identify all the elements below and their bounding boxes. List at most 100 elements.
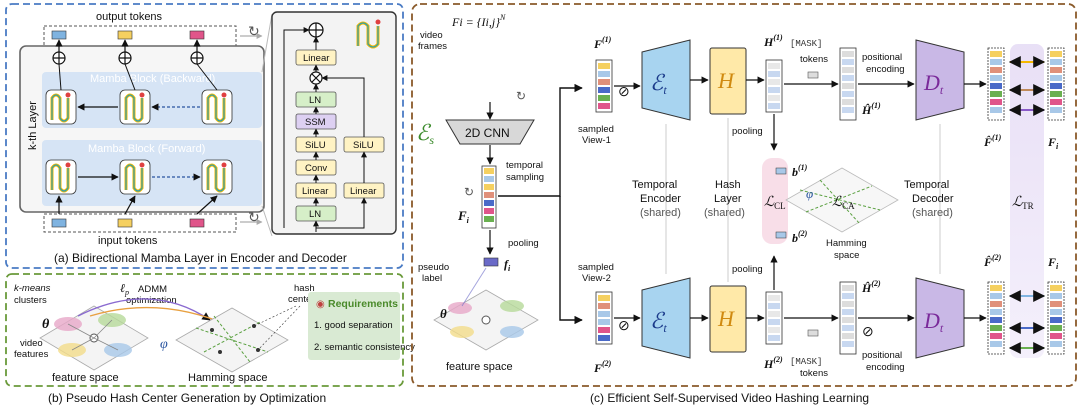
temporal-decoder-bottom <box>915 277 965 359</box>
encoder-s-symbol: ℰs <box>416 120 434 147</box>
cnn-label: 2D CNN <box>465 126 510 140</box>
view1-label: View-1 <box>582 135 611 146</box>
masked-code-symbol-2: Ĥ(2) <box>861 279 881 295</box>
requirements-icon: ◉ <box>316 299 325 310</box>
panel-c: Fi = {Ii,j}N video frames ↻ ℰs 2D CNN <box>411 3 1077 405</box>
feature-space-label: feature space <box>446 361 513 373</box>
mask-token-label-2: [MASK] <box>790 357 822 367</box>
masked-code-symbol-1: Ĥ(1) <box>861 101 881 117</box>
layer-label: k-th Layer <box>27 101 39 150</box>
pooled-feature-symbol: fi <box>504 257 511 273</box>
output-tokens-label: output tokens <box>96 11 163 23</box>
mask-icon: ⊘ <box>618 83 630 99</box>
shared-label: (shared) <box>912 207 953 219</box>
temporal-decoder-top <box>915 39 965 121</box>
pooling-label-top: pooling <box>732 126 763 137</box>
requirement-2: 2. semantic consistency <box>314 342 415 353</box>
video-label: video <box>420 30 443 41</box>
mask-token-label: [MASK] <box>790 39 822 49</box>
theta-symbol: θ <box>440 306 447 321</box>
target-tokens-1 <box>1047 47 1065 121</box>
block-ln: LN <box>309 95 321 106</box>
code-symbol-1: b(1) <box>792 163 808 179</box>
block-linear-top: Linear <box>303 53 329 64</box>
features-label: features <box>14 349 49 360</box>
target-feature-symbol-1: Fi <box>1047 135 1059 151</box>
space-label: space <box>834 250 859 261</box>
reconstruction-arrows-2 <box>1008 290 1046 354</box>
hash-code-tokens-1 <box>765 59 783 113</box>
view2-tokens <box>595 291 613 345</box>
positional-label: positional <box>862 52 902 63</box>
admm-label: ADMM <box>138 284 167 295</box>
sampled-label-1: sampled <box>578 124 614 135</box>
mamba-icon <box>45 89 77 125</box>
panel-c-caption: (c) Efficient Self-Supervised Video Hash… <box>590 391 869 405</box>
block-silu-right: SiLU <box>353 140 374 151</box>
reverse-icon: ↻ <box>248 209 260 225</box>
encoding-label: encoding <box>866 64 905 75</box>
temporal-encoder-top <box>641 39 691 121</box>
panel-b: k-means clusters video features θ featur… <box>5 273 415 405</box>
add-icon <box>190 51 204 65</box>
shared-label: (shared) <box>640 207 681 219</box>
block-linear-left: Linear <box>302 186 328 197</box>
mamba-icon <box>201 159 233 195</box>
panel-a: output tokens k-th Layer Mamba Block (Ba… <box>5 3 404 269</box>
mask-icon: ⊘ <box>618 317 630 333</box>
reconstruction-arrows-1 <box>1008 56 1046 116</box>
hash-code-tokens-2 <box>765 291 783 345</box>
pooling-label: pooling <box>508 238 539 249</box>
block-ln-bottom: LN <box>309 209 321 220</box>
mask-icon: ⊘ <box>862 323 874 339</box>
hash-layer-top <box>709 47 747 115</box>
sampled-label-2: sampled <box>578 262 614 273</box>
kmeans-label: k-means <box>14 283 51 294</box>
temporal-encoder-bottom <box>641 277 691 359</box>
add-icon <box>308 22 324 38</box>
mamba-forward-label: Mamba Block (Forward) <box>88 143 205 155</box>
encoder-label: Encoder <box>640 193 681 205</box>
label-label: label <box>422 273 442 284</box>
target-feature-symbol-2: Fi <box>1047 255 1059 271</box>
target-tokens-2 <box>1047 281 1065 355</box>
decoder-t-symbol: Dt <box>923 308 944 335</box>
add-icon <box>118 51 132 65</box>
reconstructed-tokens-2 <box>987 281 1005 355</box>
multiply-icon <box>309 71 323 85</box>
block-ssm: SSM <box>305 117 326 128</box>
view2-label: View-2 <box>582 273 611 284</box>
encoding-label-2: encoding <box>866 362 905 373</box>
requirement-1: 1. good separation <box>314 320 393 331</box>
encoder-t-symbol: ℰt <box>650 70 667 97</box>
masked-code-tokens-1 <box>839 47 857 121</box>
rotate-icon: ↻ <box>516 89 526 103</box>
panel-a-caption: (a) Bidirectional Mamba Layer in Encoder… <box>54 251 347 265</box>
optimization-label: optimization <box>126 295 177 306</box>
hash-code-symbol-2: H(2) <box>763 355 783 371</box>
mamba-icon <box>119 89 151 125</box>
rotate-icon: ↻ <box>464 185 474 199</box>
hash-label: hash <box>294 283 315 294</box>
panel-b-caption: (b) Pseudo Hash Center Generation by Opt… <box>48 391 326 405</box>
feature-symbol: Fi <box>457 208 470 225</box>
mamba-icon <box>201 89 233 125</box>
pseudo-label: pseudo <box>418 262 449 273</box>
masked-code-tokens-2 <box>839 281 857 355</box>
mamba-icon <box>119 159 151 195</box>
shared-label: (shared) <box>704 207 745 219</box>
video-label: video <box>20 338 43 349</box>
encoder-t-symbol: ℰt <box>650 308 667 335</box>
lp-symbol: ℓp <box>120 281 129 297</box>
pooling-label-bottom: pooling <box>732 264 763 275</box>
decoder-label: Decoder <box>912 193 954 205</box>
view1-tokens <box>595 59 613 113</box>
block-linear-right: Linear <box>350 186 376 197</box>
decoder-t-symbol: Dt <box>923 70 944 97</box>
hamming-label: Hamming <box>826 238 867 249</box>
requirements-title: Requirements <box>328 298 398 310</box>
hash-label: Hash <box>715 179 741 191</box>
hash-code-symbol-1: H(1) <box>763 33 783 49</box>
reconstructed-tokens-1 <box>987 47 1005 121</box>
